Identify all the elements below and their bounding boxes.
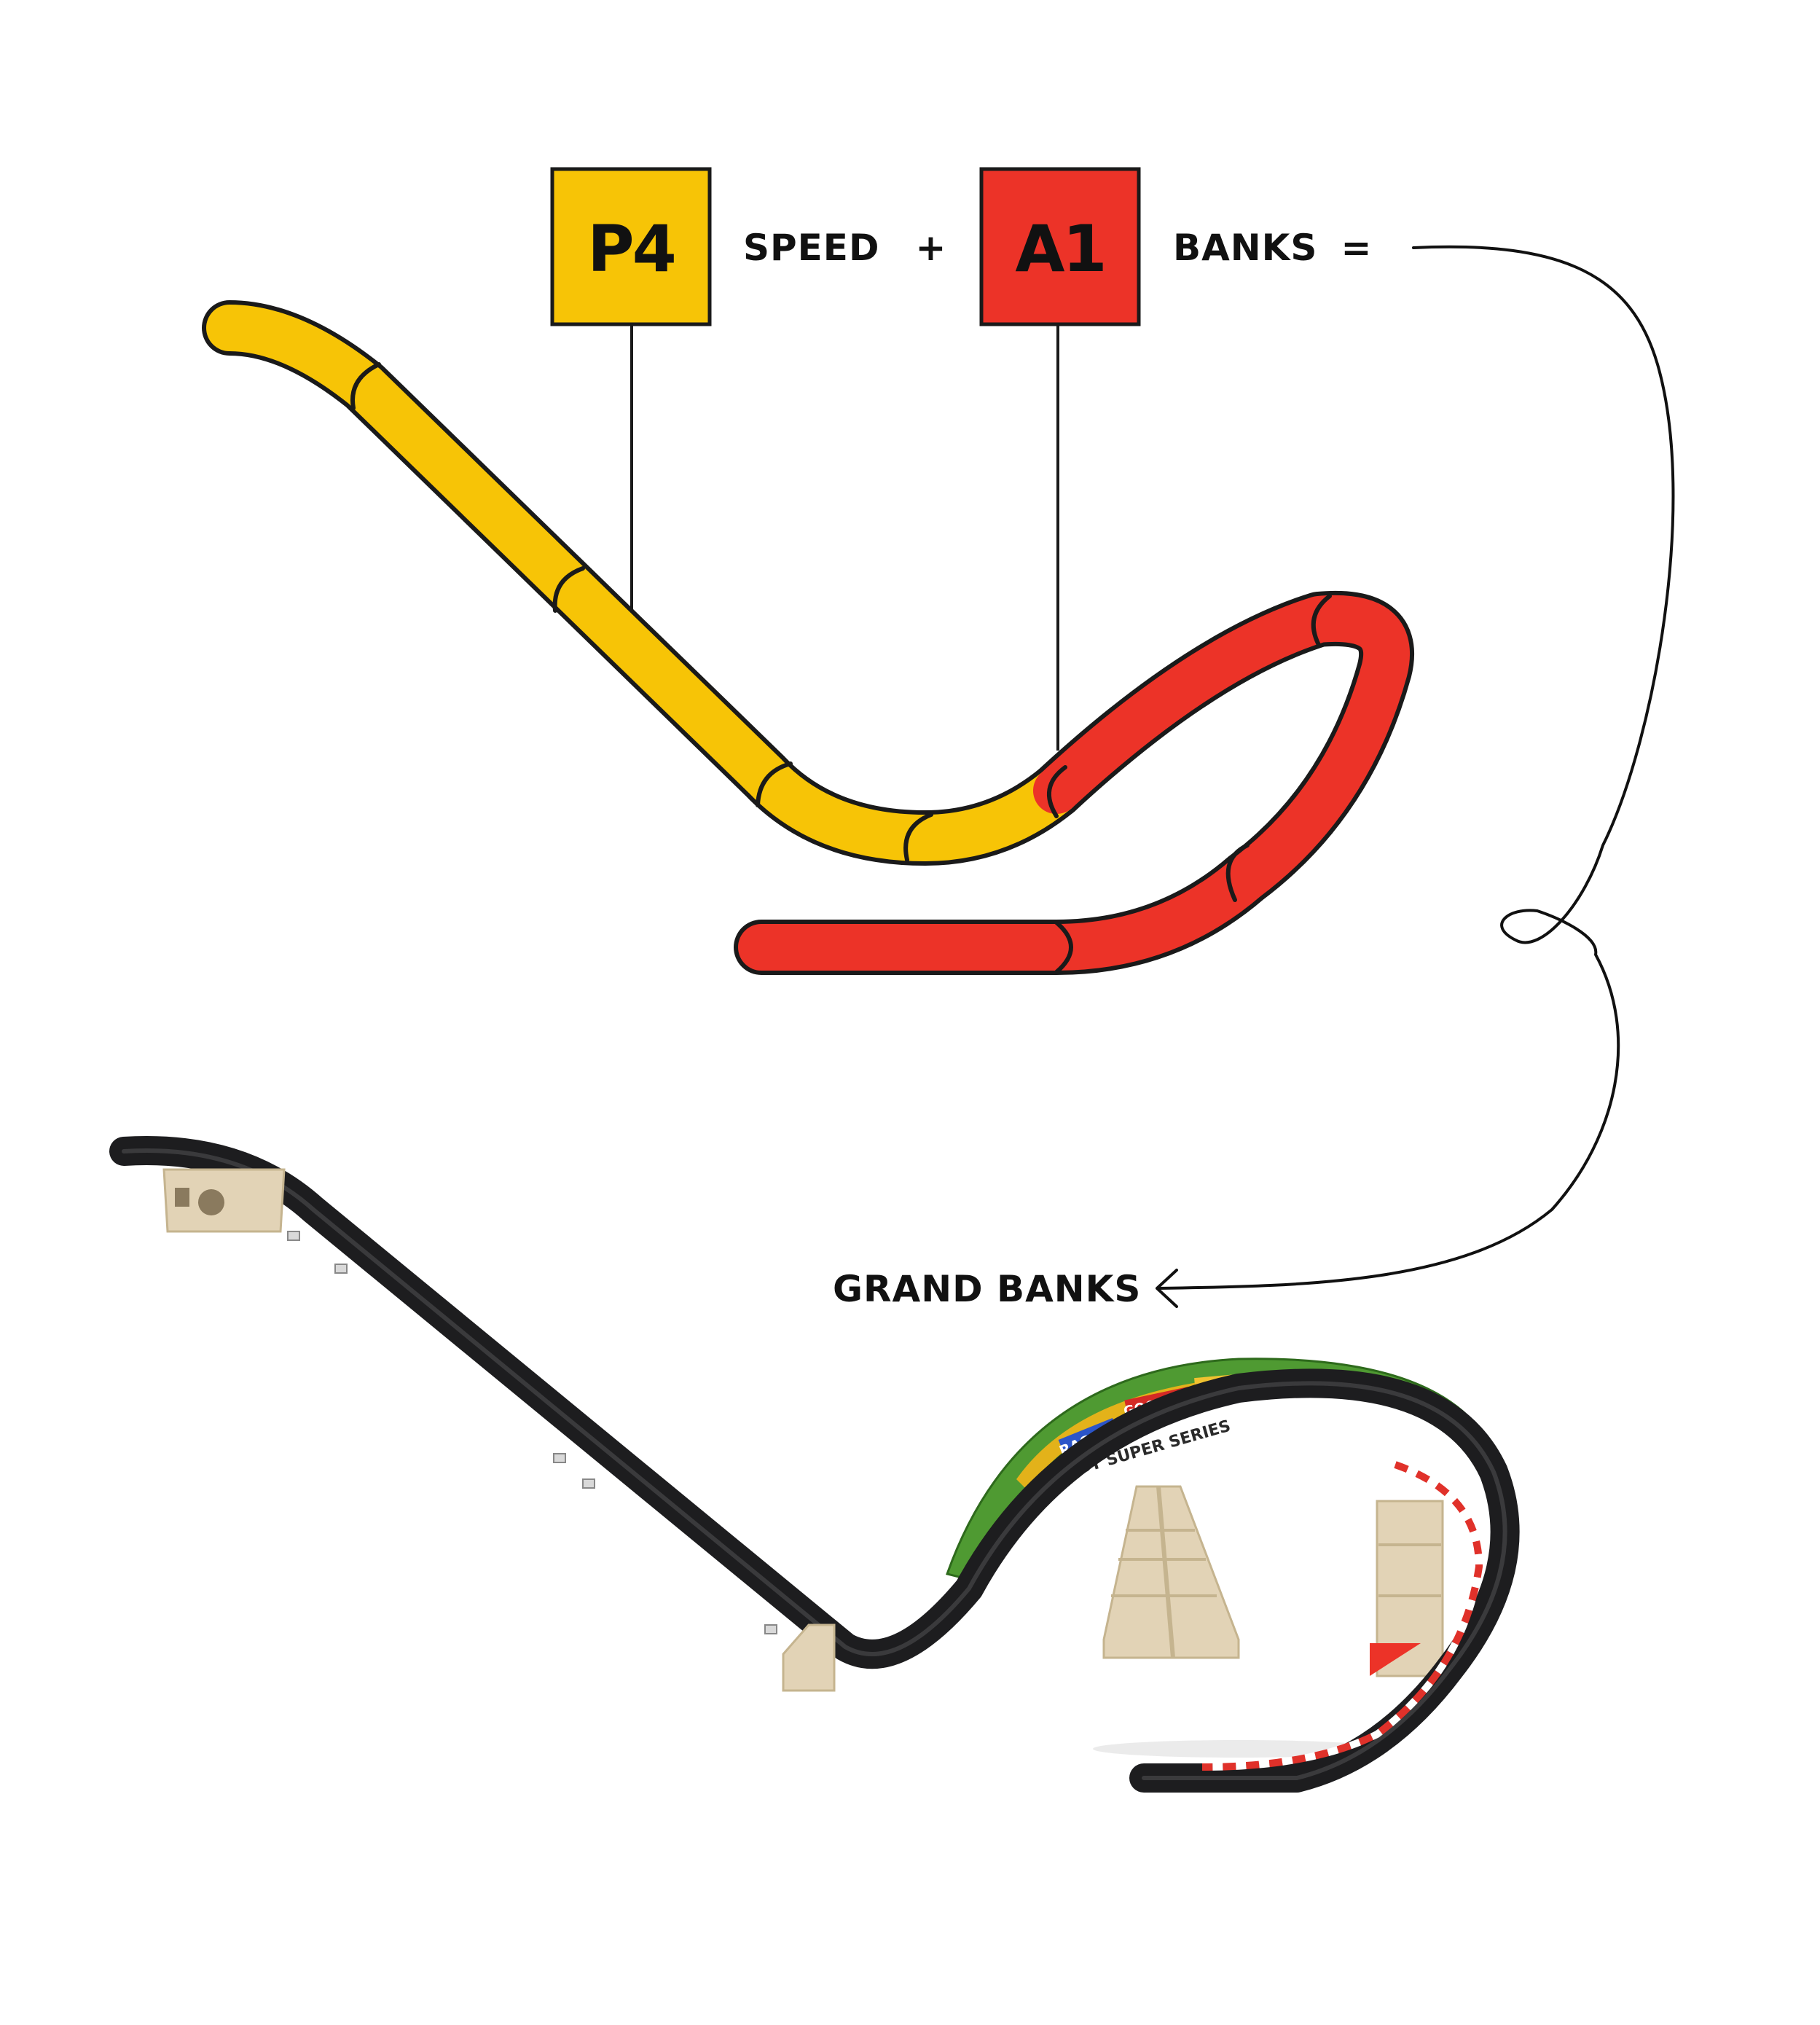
segment-joint: [756, 761, 793, 807]
segment-joint: [903, 812, 933, 862]
track-clip: [334, 1264, 348, 1274]
banks-label: BANKS: [1173, 227, 1317, 269]
track-clip: [553, 1453, 566, 1463]
segment-joint: [1311, 594, 1332, 647]
track-clip: [582, 1478, 595, 1489]
speed-label: SPEED: [743, 227, 879, 269]
curly-arrow-line: [1157, 245, 1675, 1290]
track-clip: [287, 1231, 300, 1241]
track-diagram: [202, 300, 1414, 975]
p4-badge: [550, 167, 712, 326]
track-piece-p4: [206, 305, 1080, 861]
result-label: GRAND BANKS: [833, 1268, 1141, 1310]
wooden-support-rear: [1370, 1500, 1444, 1677]
p4-code: P4: [587, 211, 675, 286]
formula: P4 SPEED + A1 BANKS =: [550, 167, 1373, 751]
a1-code: A1: [1015, 211, 1105, 286]
equals-sign: =: [1341, 227, 1373, 269]
a1-badge: [979, 167, 1141, 326]
track-piece-a1: [738, 595, 1410, 971]
curb-stripe-white: [1201, 1461, 1483, 1771]
wooden-support-low: [782, 1623, 836, 1692]
arrow-head: [1156, 1269, 1178, 1308]
result-arrow: [1156, 245, 1675, 1308]
track-clip: [764, 1624, 777, 1634]
wooden-start-block: [162, 1168, 286, 1233]
segment-joint: [350, 362, 381, 410]
plus-sign: +: [916, 227, 947, 269]
black-track-inner-edge: [122, 1148, 1507, 1780]
segment-joint: [1225, 843, 1250, 902]
curb-stripe: [1201, 1461, 1483, 1771]
wooden-support-front: [1102, 1485, 1240, 1659]
segment-joint: [552, 566, 585, 613]
track-photo: RASCAL GOODEST CSS CANDY SUPER SERIES: [109, 1136, 1520, 1793]
segment-joint: [1046, 765, 1067, 818]
segment-joint: [1054, 920, 1073, 974]
